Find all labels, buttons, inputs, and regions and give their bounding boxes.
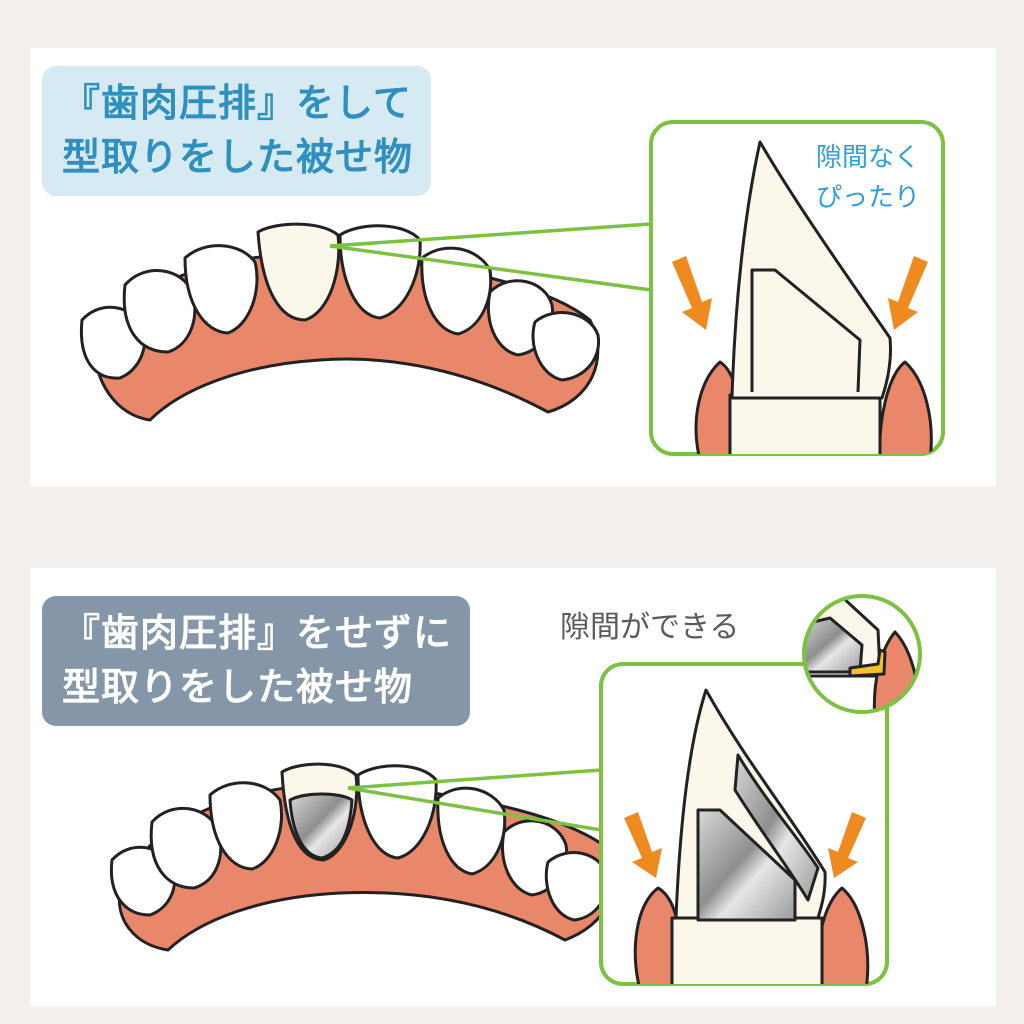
tooth <box>208 781 284 871</box>
title-top-line2: 型取りをした被せ物 <box>62 135 414 179</box>
tooth <box>420 246 493 336</box>
tooth <box>122 269 197 354</box>
tooth <box>183 244 259 335</box>
abutment-top <box>750 268 862 393</box>
dental-arch-top <box>79 222 601 422</box>
title-bottom-line2: 型取りをした被せ物 <box>62 665 414 709</box>
tooth-root-bottom <box>670 916 824 984</box>
arrow-down-icon <box>624 812 662 878</box>
gum-right-top <box>878 360 933 454</box>
metal-sleeve <box>733 753 820 902</box>
title-bottom-line1: 『歯肉圧排』をせずに <box>62 611 453 655</box>
metal-core <box>288 792 354 860</box>
tooth <box>531 311 601 382</box>
arrows-top <box>672 256 928 330</box>
tooth <box>149 806 223 890</box>
title-top-line1: 『歯肉圧排』をして <box>62 81 412 125</box>
note-top-line1: 隙間なく <box>816 143 921 173</box>
zoom-lines-bottom <box>347 768 602 832</box>
arrow-down-icon <box>888 256 928 330</box>
arrows-bottom <box>624 812 866 878</box>
dental-arch-bottom <box>109 762 617 952</box>
arrow-down-icon <box>672 256 712 330</box>
note-bottom: 隙間ができる <box>560 610 740 645</box>
tooth-root-top <box>728 393 882 454</box>
magnifier-ring <box>802 594 922 714</box>
zoom-lines-top <box>329 222 652 292</box>
title-box-bottom: 『歯肉圧排』をせずに 型取りをした被せ物 <box>42 596 471 726</box>
title-box-top: 『歯肉圧排』をして 型取りをした被せ物 <box>42 66 432 196</box>
crown-tooth-top <box>256 222 341 322</box>
magnified-metal <box>804 616 864 674</box>
tooth <box>356 764 438 860</box>
note-top-line2: ぴったり <box>816 183 921 213</box>
note-top: 隙間なく ぴったり <box>816 138 920 218</box>
metal-core-bottom <box>696 808 797 922</box>
arrow-down-icon <box>828 812 866 878</box>
